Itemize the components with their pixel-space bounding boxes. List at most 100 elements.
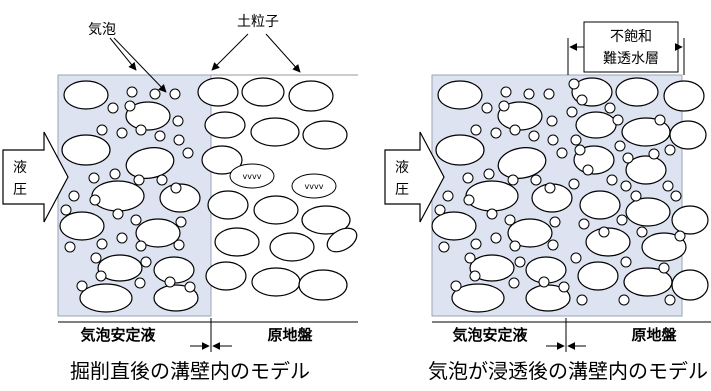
- soil-particle: [269, 232, 315, 262]
- bubble: [523, 88, 535, 100]
- bubble: [508, 277, 520, 289]
- bubble: [486, 208, 498, 220]
- soil-particle: [641, 232, 687, 262]
- right-pressure-arrow: [384, 131, 445, 223]
- bubble: [622, 152, 634, 164]
- bubble: [547, 134, 559, 146]
- bubble: [60, 204, 72, 216]
- bubble: [618, 294, 630, 306]
- right-bubbles: [434, 78, 686, 306]
- bubble: [450, 280, 462, 292]
- right-panel: 液 圧 不飽和 難透水層 気泡安定液 原地盤 気泡が浸透後の溝壁内のモデル: [384, 21, 711, 383]
- soil-particle: [669, 120, 707, 150]
- soil-particle: [437, 80, 483, 110]
- soil-particle: [241, 77, 285, 107]
- left-zone-ground: 原地盤: [267, 326, 313, 344]
- bubble: [462, 172, 474, 184]
- bubble: [614, 140, 626, 152]
- soil-particle: [663, 80, 705, 112]
- soil-particle: [431, 211, 477, 241]
- bubble: [490, 232, 502, 244]
- bubble: [172, 115, 184, 127]
- soil-particle: [497, 147, 547, 179]
- bubble: [662, 180, 674, 192]
- bubble: [89, 194, 101, 206]
- soil-particle: [615, 77, 659, 107]
- bubble: [134, 277, 146, 289]
- soil-particle: [125, 147, 175, 179]
- bubble: [670, 190, 682, 202]
- bubble: [582, 164, 594, 176]
- bubble: [164, 276, 176, 288]
- right-caption: 気泡が浸透後の溝壁内のモデル: [428, 359, 708, 383]
- right-pressure-label-bottom: 圧: [395, 182, 409, 198]
- soil-particle: [577, 261, 619, 291]
- bubble: [463, 194, 475, 206]
- bubble: [578, 218, 590, 230]
- soil-particle: [59, 211, 105, 241]
- water-film-2: [291, 173, 337, 199]
- right-pressure-label-top: 液: [395, 160, 409, 176]
- bubble: [544, 182, 556, 194]
- bubble: [470, 238, 482, 250]
- left-caption: 掘削直後の溝壁内のモデル: [70, 359, 310, 383]
- bubble-label: 気泡: [88, 22, 116, 38]
- bubble: [107, 102, 119, 114]
- bubble: [576, 294, 588, 306]
- soil-particle: [465, 180, 519, 212]
- bubble: [126, 86, 138, 98]
- bubble: [566, 106, 578, 118]
- left-panel: 液 圧 気泡 土粒子 vvvv vvvv 気泡安定液 原地盤 掘削直後の溝壁内の…: [2, 14, 358, 383]
- soil-particle: [197, 77, 239, 107]
- bubble: [438, 241, 450, 253]
- soil-particle: [435, 134, 485, 166]
- soil-particle: [298, 269, 348, 301]
- bubble: [135, 124, 147, 136]
- bubble: [658, 262, 670, 274]
- soil-particle: [61, 134, 111, 166]
- bubble: [68, 190, 80, 202]
- bubble: [490, 127, 502, 139]
- bubble: [88, 172, 100, 184]
- soil-particle: [326, 227, 358, 253]
- soil-particle: [579, 190, 621, 220]
- bubble: [130, 214, 142, 226]
- bubble: [636, 226, 648, 238]
- bubble: [674, 230, 686, 242]
- bubble: [116, 127, 128, 139]
- bubble-pointer-2: [113, 37, 167, 93]
- soil-particle: [469, 254, 515, 282]
- soil-pointer-1: [211, 33, 249, 71]
- bubble: [664, 144, 676, 156]
- soil-particle-label: 土粒子: [237, 14, 279, 30]
- bubble: [549, 216, 561, 228]
- soil-particle: [204, 111, 246, 139]
- soil-particle: [207, 190, 249, 220]
- left-pressure-label-bottom: 圧: [13, 182, 27, 198]
- soil-particle: [625, 197, 671, 227]
- bubble: [509, 124, 521, 136]
- bubble: [90, 252, 102, 264]
- bubble: [470, 124, 482, 136]
- soil-particle: [159, 183, 201, 213]
- bubble: [546, 115, 558, 127]
- bubble: [182, 147, 194, 159]
- bubble: [175, 216, 187, 228]
- bubble: [184, 281, 196, 293]
- unsaturated-layer-box: [583, 21, 679, 73]
- soil-particle: [575, 111, 617, 139]
- bubble: [648, 148, 660, 160]
- bubble: [556, 147, 568, 159]
- bubble: [95, 270, 107, 282]
- bubble: [504, 214, 516, 226]
- left-bubbles: [60, 86, 196, 293]
- bubble: [154, 130, 166, 142]
- soil-particle: [97, 254, 143, 282]
- right-zone-ground: 原地盤: [631, 326, 677, 344]
- bubble: [96, 124, 108, 136]
- unsaturated-label-line2: 難透水層: [603, 51, 659, 67]
- bubble: [64, 241, 76, 253]
- soil-particle: [251, 267, 301, 297]
